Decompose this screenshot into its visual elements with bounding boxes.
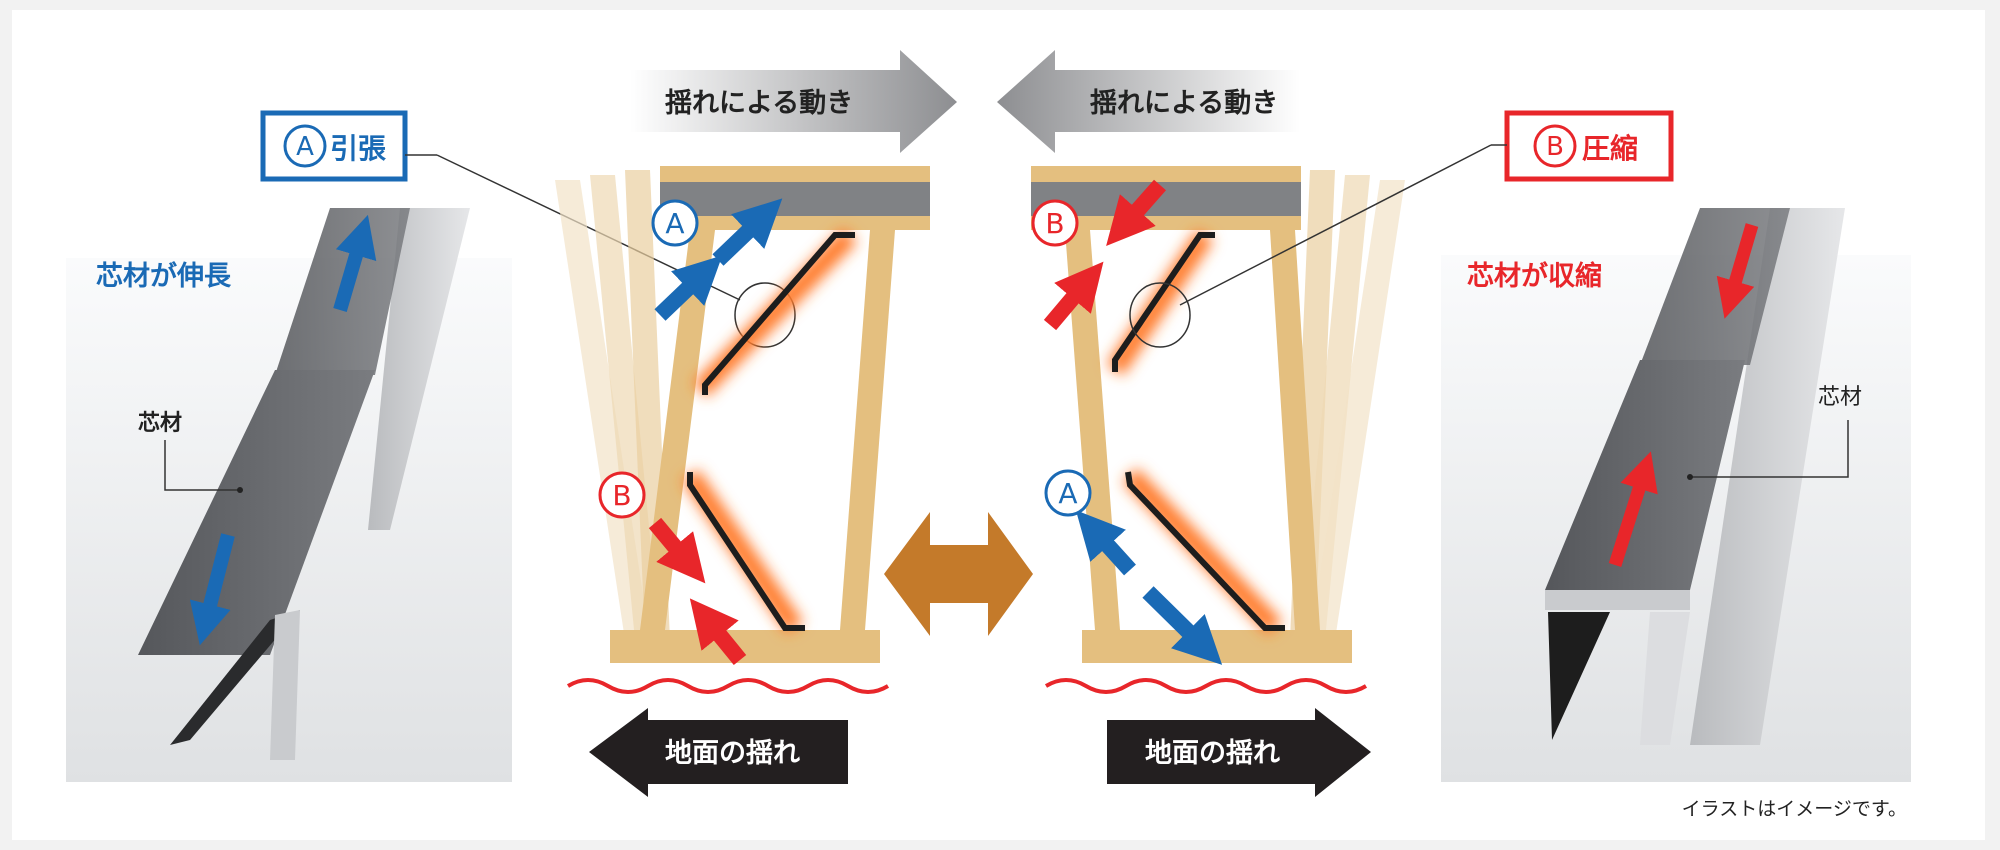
right-beam-web (1640, 612, 1690, 745)
callout-compression-label: 圧縮 (1582, 132, 1638, 165)
left-beam-side (368, 208, 470, 530)
brace-lower (1125, 471, 1285, 631)
tension-arrow-frame (654, 255, 723, 321)
right-panel: 芯材が収縮 芯材 (1441, 208, 1911, 782)
brace-lower (687, 472, 805, 631)
callout-tension-circle (734, 282, 796, 348)
compression-arrow-down (1716, 223, 1759, 319)
core-leader-dot (237, 487, 243, 493)
mark-b-circle (1533, 124, 1577, 168)
ground-wave-left (566, 678, 890, 694)
callout-compression: B 圧縮 (1129, 110, 1674, 348)
callout-tension: A 引張 (260, 110, 796, 348)
callout-compression-mark: B (1546, 132, 1564, 162)
compression-arrow-frame (1043, 261, 1104, 331)
left-heading: 芯材が伸長 (96, 260, 232, 292)
tension-arrow-frame (1142, 586, 1223, 665)
frame-mark-left-top: A (665, 207, 684, 240)
ground-wave-right (1044, 678, 1368, 694)
frame-mark-right-top: B (1045, 207, 1064, 240)
left-frame-bottom-beam (610, 630, 880, 663)
left-panel: 芯材が伸長 芯材 (66, 208, 512, 782)
callout-compression-circle (1129, 282, 1191, 348)
left-beam-flange-light (270, 610, 300, 760)
ground-arrow-left: 地面の揺れ (589, 708, 848, 797)
brace-upper (1112, 232, 1215, 372)
right-frame: B A (1031, 166, 1405, 665)
right-beam-flange (1545, 590, 1690, 610)
right-core-label: 芯材 (1818, 385, 1862, 410)
top-arrow-left: 揺れによる動き (997, 50, 1300, 153)
brace-upper (702, 232, 855, 395)
left-frame-top-steel (660, 182, 930, 216)
left-frame: A B (555, 166, 930, 666)
tension-arrow-frame (712, 198, 783, 266)
compression-arrow-frame (648, 517, 706, 584)
svg-text:地面の揺れ: 地面の揺れ (1145, 738, 1280, 769)
left-beam-flange (170, 610, 300, 745)
frame-mark-left-bottom: B (612, 479, 631, 512)
tension-arrow-up (333, 214, 377, 312)
tension-arrow-frame (1075, 510, 1136, 576)
svg-text:揺れによる動き: 揺れによる動き (1090, 88, 1278, 119)
ground-arrow-right: 地面の揺れ (1107, 708, 1371, 797)
core-leader-line (164, 440, 240, 491)
compression-arrow-frame (1106, 179, 1166, 246)
mark-a-circle (283, 124, 327, 168)
frame-mark-right-bottom: A (1058, 477, 1077, 510)
core-leader-line (1690, 420, 1849, 478)
right-beam-inner (1548, 612, 1610, 740)
footnote: イラストはイメージです。 (1682, 798, 1907, 820)
compression-arrow-frame (689, 598, 747, 666)
right-frame-top-steel (1031, 182, 1301, 216)
right-heading: 芯材が収縮 (1467, 260, 1602, 292)
right-beam-outer (1640, 208, 1790, 365)
core-leader-dot (1687, 474, 1693, 480)
svg-text:揺れによる動き: 揺れによる動き (665, 88, 853, 119)
left-core-label: 芯材 (138, 411, 182, 436)
tension-arrow-down (189, 533, 235, 646)
right-frame-bottom-beam (1082, 630, 1352, 663)
callout-compression-leader (1179, 144, 1492, 306)
compression-arrow-up (1608, 451, 1658, 567)
left-beam-core (138, 370, 375, 655)
center-double-arrow (884, 512, 1033, 636)
callout-tension-mark: A (296, 132, 314, 162)
right-frame-right-post (1270, 230, 1320, 630)
callout-tension-label: 引張 (330, 132, 386, 165)
frame-ghost (1310, 180, 1405, 640)
frame-ghost (1300, 175, 1370, 640)
svg-text:地面の揺れ: 地面の揺れ (665, 738, 800, 769)
top-arrow-right: 揺れによる動き (630, 50, 957, 153)
left-frame-right-post (840, 230, 895, 630)
